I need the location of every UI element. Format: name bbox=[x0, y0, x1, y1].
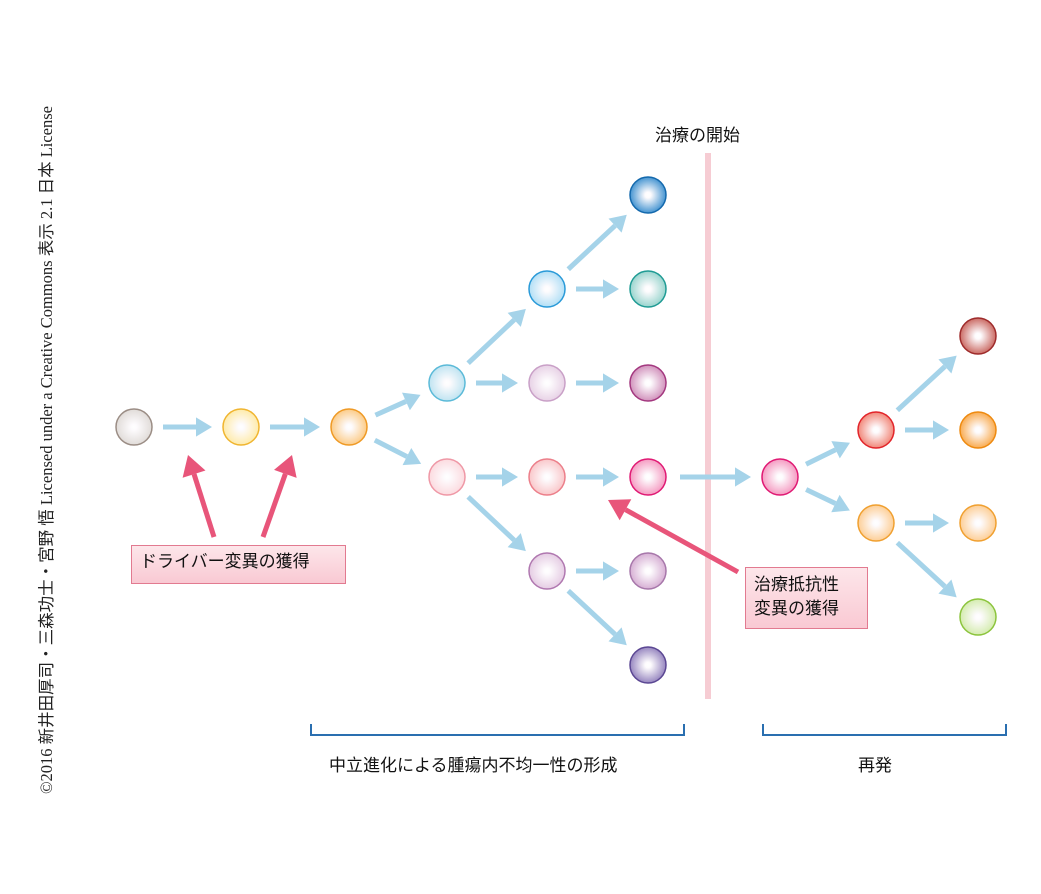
arrow-c1-to-d2 bbox=[576, 279, 619, 299]
arrow-c4-to-d6 bbox=[566, 588, 627, 646]
clone-node-s2 bbox=[959, 411, 997, 449]
clone-node-c4 bbox=[528, 552, 566, 590]
resistance-label-line-1: 治療抵抗性 bbox=[754, 575, 839, 595]
arrow-n2-to-b1 bbox=[374, 392, 421, 418]
heterogeneity-bracket bbox=[310, 724, 685, 736]
driver-arrow-2 bbox=[260, 455, 297, 538]
clone-node-d3 bbox=[629, 364, 667, 402]
arrow-n1-to-n2 bbox=[270, 417, 320, 437]
arrow-n2-to-b2 bbox=[373, 437, 422, 466]
heterogeneity-label: 中立進化による腫瘍内不均一性の形成 bbox=[329, 756, 618, 776]
clone-node-n1 bbox=[222, 408, 260, 446]
arrow-c3-to-d4 bbox=[576, 467, 619, 487]
clone-node-r1 bbox=[857, 411, 895, 449]
clone-node-c1 bbox=[528, 270, 566, 308]
arrow-c2-to-d3 bbox=[576, 373, 619, 393]
clone-node-d4 bbox=[629, 458, 667, 496]
arrow-r2-to-s4 bbox=[895, 540, 957, 598]
resistance-mutation-label: 治療抵抗性 変異の獲得 bbox=[745, 567, 868, 629]
arrow-r0-to-r2 bbox=[805, 487, 850, 513]
clone-node-r2 bbox=[857, 504, 895, 542]
clone-node-n0 bbox=[115, 408, 153, 446]
arrow-b1-to-c1 bbox=[466, 308, 526, 365]
clone-node-b2 bbox=[428, 458, 466, 496]
arrow-d4-to-r0 bbox=[680, 467, 751, 487]
mutation-arrows bbox=[182, 455, 740, 575]
arrow-r2-to-s3 bbox=[905, 513, 949, 533]
arrow-n0-to-n1 bbox=[163, 417, 212, 437]
relapse-bracket bbox=[762, 724, 1007, 736]
clone-node-d2 bbox=[629, 270, 667, 308]
clone-node-r0 bbox=[761, 458, 799, 496]
clone-node-b1 bbox=[428, 364, 466, 402]
arrow-b1-to-c2 bbox=[476, 373, 518, 393]
clone-node-c2 bbox=[528, 364, 566, 402]
treatment-start-line bbox=[705, 153, 711, 699]
clone-node-n2 bbox=[330, 408, 368, 446]
resistance-label-line-2: 変異の獲得 bbox=[754, 599, 839, 619]
driver-arrow-1 bbox=[182, 455, 217, 538]
clone-node-s3 bbox=[959, 504, 997, 542]
arrow-b2-to-c3 bbox=[476, 467, 518, 487]
clone-node-s1 bbox=[959, 317, 997, 355]
clone-node-d5 bbox=[629, 552, 667, 590]
driver-mutation-label: ドライバー変異の獲得 bbox=[131, 545, 346, 584]
clone-nodes bbox=[115, 176, 997, 684]
arrow-r1-to-s1 bbox=[895, 355, 957, 413]
resistance-arrow bbox=[608, 499, 740, 575]
evolution-arrows bbox=[163, 214, 957, 646]
clone-node-d6 bbox=[629, 646, 667, 684]
treatment-start-label: 治療の開始 bbox=[655, 126, 740, 146]
clone-node-c3 bbox=[528, 458, 566, 496]
arrow-r0-to-r1 bbox=[804, 441, 850, 467]
arrow-b2-to-c4 bbox=[466, 495, 526, 552]
arrow-c1-to-d1 bbox=[566, 214, 627, 272]
relapse-label: 再発 bbox=[858, 756, 892, 776]
arrow-c4-to-d5 bbox=[576, 561, 619, 581]
arrow-r1-to-s2 bbox=[905, 420, 949, 440]
clone-node-d1 bbox=[629, 176, 667, 214]
copyright-notice: ©2016 新井田厚司・三森功士・宮野 悟 Licensed under a C… bbox=[37, 105, 56, 795]
clone-node-s4 bbox=[959, 598, 997, 636]
